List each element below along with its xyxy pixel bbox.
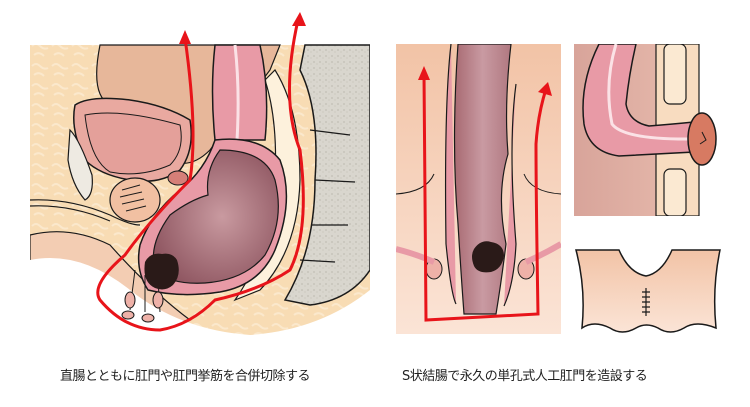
sagittal-pelvis-illustration [30,0,370,350]
coronal-rectum-illustration [396,44,561,334]
right-figure-caption: S状結腸で永久の単孔式人工肛門を造設する [402,369,648,384]
tumor [144,253,179,290]
perineal-closure-inset-illustration [574,248,724,338]
left-figure-caption: 直腸とともに肛門や肛門挙筋を合併切除する [60,369,311,384]
colostomy-inset-illustration [574,44,722,216]
